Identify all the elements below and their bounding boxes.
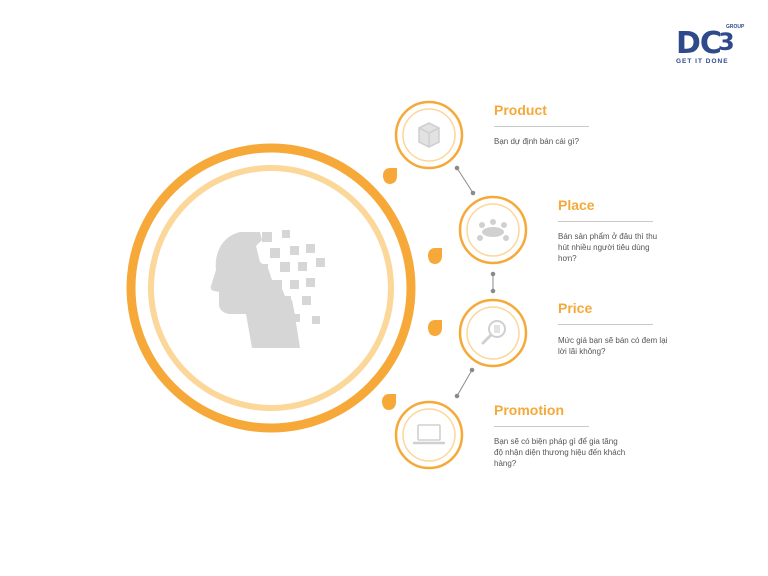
leaf-marker-3	[427, 320, 442, 336]
product-description: Bạn dự định bán cái gì?	[494, 137, 579, 146]
price-title: Price	[558, 300, 593, 316]
logo-mark: DC	[676, 26, 722, 61]
node-promotion	[394, 400, 464, 470]
logo-number: 3	[718, 28, 735, 56]
price-search-icon	[481, 320, 506, 345]
place-description: Bán sản phẩm ở đâu thì thu hút nhiều ngư…	[558, 232, 658, 263]
promotion-description: Bạn sẽ có biện pháp gì để gia tăng độ nh…	[494, 437, 626, 468]
box-icon	[418, 122, 440, 148]
node-price	[458, 298, 528, 368]
leaf-marker-4	[381, 394, 396, 410]
leaf-marker-1	[382, 168, 397, 184]
dc3-logo: DC 3 GROUP GET IT DONE	[676, 24, 744, 68]
place-title: Place	[558, 197, 595, 213]
leaf-marker-2	[427, 248, 442, 264]
price-divider	[558, 324, 653, 325]
promotion-title: Promotion	[494, 402, 564, 418]
promotion-divider	[494, 426, 589, 427]
price-description: Mức giá bạn sẽ bán có đem lại lời lãi kh…	[558, 336, 668, 356]
logo-superscript: GROUP	[726, 24, 745, 30]
leaf-markers	[381, 168, 442, 410]
node-place	[458, 195, 528, 265]
logo-tagline: GET IT DONE	[676, 58, 729, 65]
product-title: Product	[494, 102, 547, 118]
product-divider	[494, 126, 589, 127]
inner-ring	[148, 165, 394, 411]
place-divider	[558, 221, 653, 222]
digital-head-icon	[210, 230, 325, 348]
people-meeting-icon	[477, 219, 509, 241]
laptop-icon	[412, 424, 446, 445]
node-product	[394, 100, 464, 170]
outer-ring	[126, 143, 416, 433]
connectors	[454, 165, 496, 399]
